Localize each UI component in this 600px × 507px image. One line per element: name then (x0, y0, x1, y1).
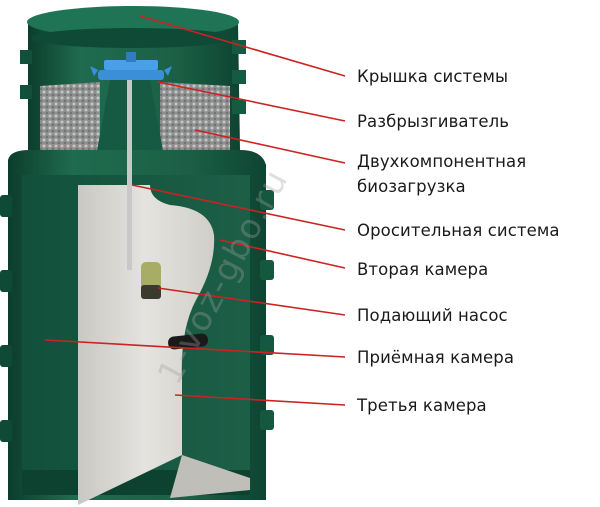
label-sprinkler: Разбрызгиватель (357, 112, 510, 131)
leader-irrigation (131, 184, 346, 231)
leader-pump (157, 287, 346, 316)
leader-third (174, 394, 346, 406)
label-bio-line2: биозагрузка (357, 177, 466, 196)
label-pump: Подающий насос (357, 306, 508, 325)
partition-floor (170, 455, 250, 498)
leader-receiving (44, 339, 346, 358)
sprinkler-icon (90, 52, 172, 80)
label-receiving: Приёмная камера (357, 348, 515, 367)
pump-icon (141, 262, 161, 299)
leader-bio (194, 129, 346, 164)
label-irrigation: Оросительная система (357, 221, 560, 240)
label-third: Третья камера (357, 396, 487, 415)
leader-second (219, 239, 346, 269)
leader-lid (139, 15, 346, 77)
leader-lines (44, 15, 346, 406)
label-bio-line1: Двухкомпонентная (357, 152, 527, 171)
label-second: Вторая камера (357, 260, 489, 279)
riser-pipe (127, 60, 132, 270)
label-lid: Крышка системы (357, 67, 509, 86)
leader-sprinkler (157, 81, 346, 122)
overflow-slot (168, 333, 209, 350)
